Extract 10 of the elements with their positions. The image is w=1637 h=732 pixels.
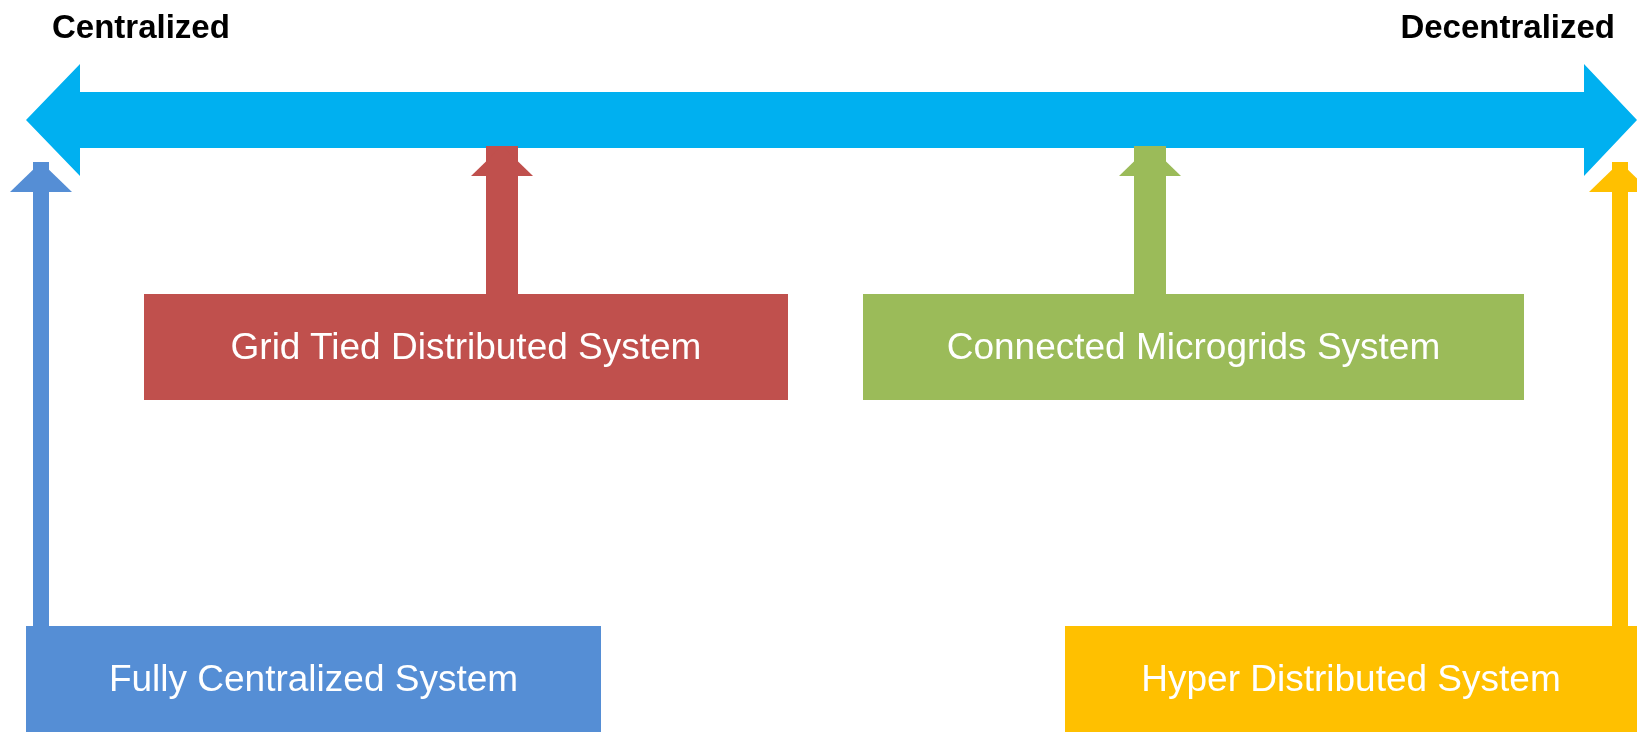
arrow (471, 146, 533, 294)
system-box: Hyper Distributed System (1065, 626, 1637, 732)
arrow (1589, 162, 1637, 626)
scale-end-label: Centralized (52, 8, 230, 46)
arrow (1119, 146, 1181, 294)
system-box: Grid Tied Distributed System (144, 294, 788, 400)
system-box: Connected Microgrids System (863, 294, 1524, 400)
scale-end-label: Decentralized (1400, 8, 1615, 46)
system-box: Fully Centralized System (26, 626, 601, 732)
arrow (10, 162, 72, 626)
